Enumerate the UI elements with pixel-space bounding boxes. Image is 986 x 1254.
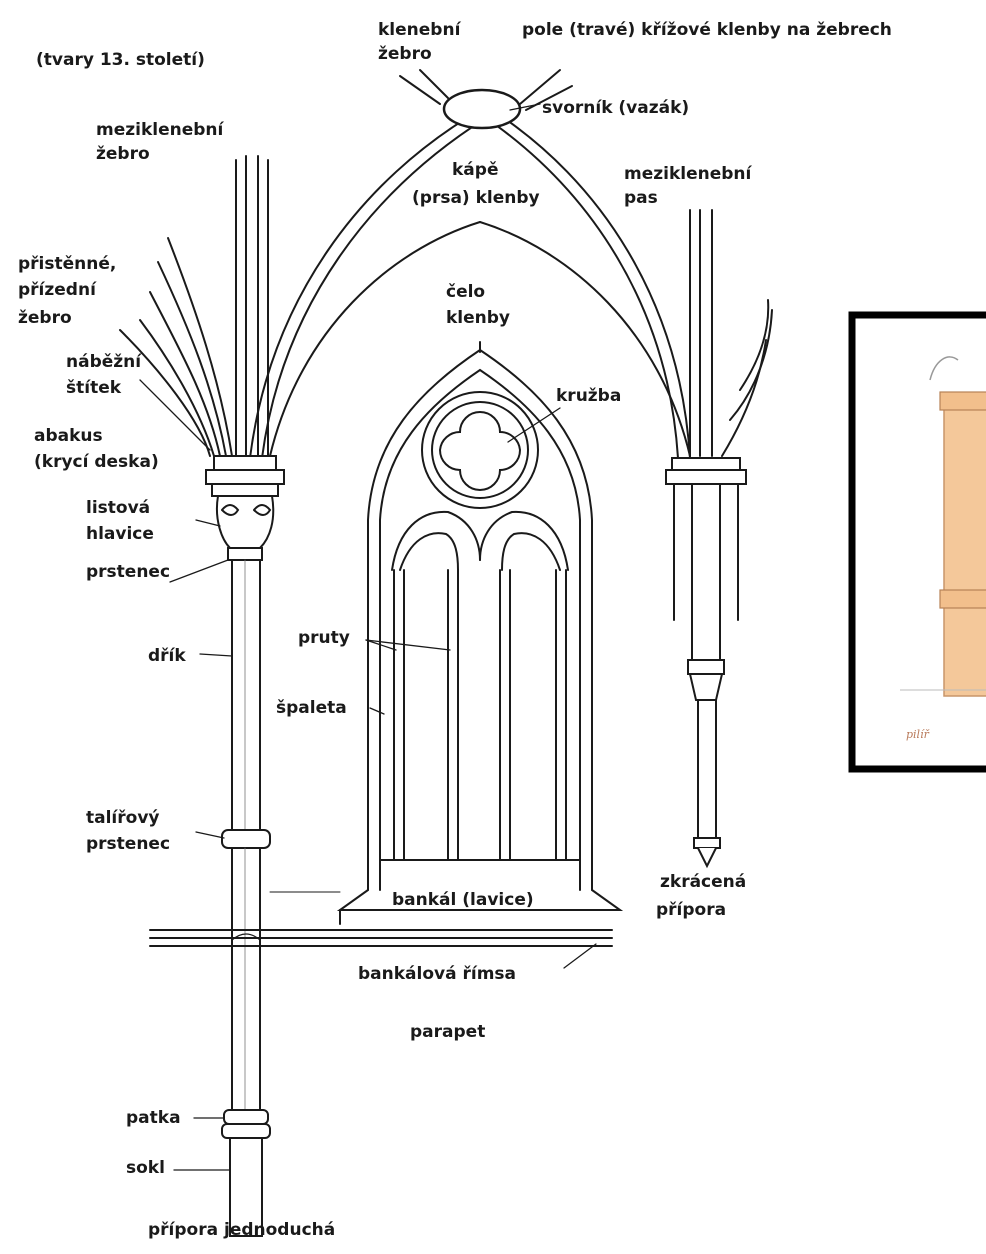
label-prstenec: prstenec <box>86 560 170 584</box>
label-celo-2: klenby <box>446 306 510 330</box>
label-bankalova: bankálová římsa <box>358 962 516 986</box>
label-pruty: pruty <box>298 626 350 650</box>
inset-pillar <box>852 315 986 769</box>
label-listova-1: listová <box>86 496 150 520</box>
label-nabezni-2: štítek <box>66 376 121 400</box>
sill-cornice <box>150 892 612 946</box>
label-pristenne-3: žebro <box>18 306 72 330</box>
window-tracery <box>340 342 620 924</box>
label-listova-2: hlavice <box>86 522 154 546</box>
label-svornik: svorník (vazák) <box>542 96 689 120</box>
label-nabezni-1: náběžní <box>66 350 141 374</box>
left-shaft <box>222 560 270 1236</box>
label-spaleta: špaleta <box>276 696 347 720</box>
label-pristenne-2: přízední <box>18 278 96 302</box>
quatrefoil <box>440 412 520 490</box>
label-mezi-zebro-1: meziklenební <box>96 118 223 142</box>
label-talirovy-1: talířový <box>86 806 159 830</box>
label-kruzba: kružba <box>556 384 621 408</box>
label-pripora: přípora jednoduchá <box>148 1218 335 1242</box>
era-note: (tvary 13. století) <box>36 48 205 72</box>
left-capital <box>206 456 284 560</box>
label-abakus-2: (krycí deska) <box>34 450 159 474</box>
label-mezi-pas-1: meziklenební <box>624 162 751 186</box>
keystone-boss <box>444 90 520 128</box>
label-zkracena-2: přípora <box>656 898 726 922</box>
left-wall-ribs <box>120 156 268 456</box>
right-pier <box>666 210 772 866</box>
label-kape-2: (prsa) klenby <box>412 186 540 210</box>
inset-label: pilíř <box>906 728 929 741</box>
label-kape-1: kápě <box>452 158 498 182</box>
label-mezi-zebro-2: žebro <box>96 142 150 166</box>
label-bankal: bankál (lavice) <box>392 888 534 912</box>
label-abakus-1: abakus <box>34 424 103 448</box>
label-pristenne-1: přistěnné, <box>18 252 116 276</box>
label-talirovy-2: prstenec <box>86 832 170 856</box>
label-pole: pole (travé) křížové klenby na žebrech <box>522 18 892 42</box>
label-klenebni-zebro-2: žebro <box>378 42 432 66</box>
label-parapet: parapet <box>410 1020 485 1044</box>
label-patka: patka <box>126 1106 181 1130</box>
label-drik: dřík <box>148 644 186 668</box>
label-mezi-pas-2: pas <box>624 186 658 210</box>
label-celo-1: čelo <box>446 280 485 304</box>
label-klenebni-zebro-1: klenební <box>378 18 460 42</box>
label-sokl: sokl <box>126 1156 165 1180</box>
label-zkracena-1: zkrácená <box>660 870 746 894</box>
